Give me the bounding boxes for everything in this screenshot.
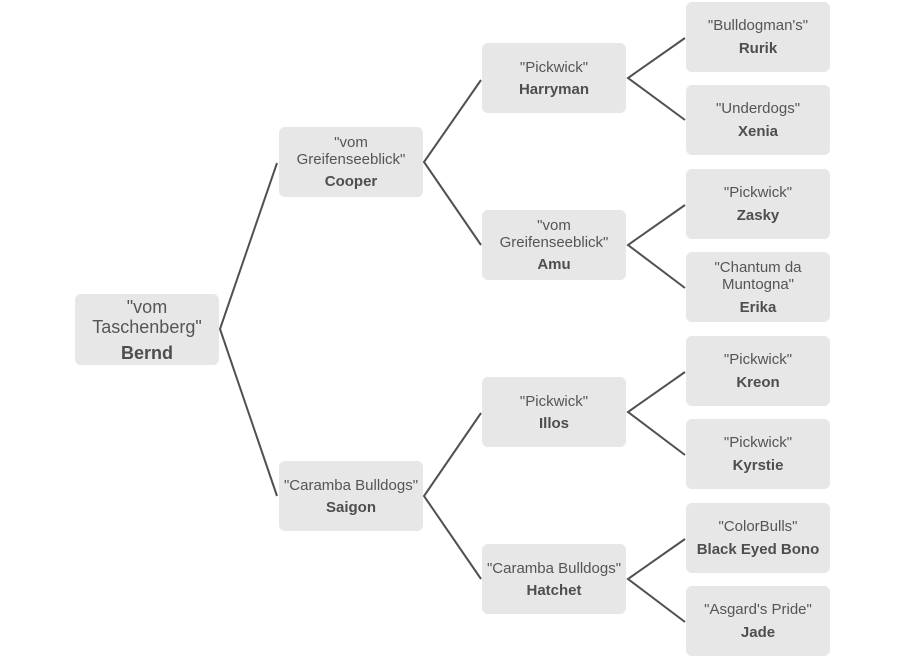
- node-great-grandparent[interactable]: "Pickwick" Kreon: [686, 336, 830, 406]
- kennel-label: "Caramba Bulldogs": [283, 476, 419, 494]
- dog-name: Kyrstie: [732, 457, 784, 474]
- node-great-grandparent[interactable]: "Chantum da Muntogna" Erika: [686, 252, 830, 322]
- kennel-label: "vom Greifenseeblick": [296, 134, 406, 168]
- kennel-label: "Chantum da Muntogna": [714, 258, 802, 293]
- dog-name: Saigon: [325, 498, 376, 516]
- node-great-grandparent[interactable]: "Underdogs" Xenia: [686, 85, 830, 155]
- node-great-grandparent[interactable]: "ColorBulls" Black Eyed Bono: [686, 503, 830, 573]
- kennel-label: "Pickwick": [723, 184, 793, 201]
- node-great-grandparent[interactable]: "Pickwick" Zasky: [686, 169, 830, 239]
- dog-name: Bernd: [120, 342, 173, 363]
- connector-subject-parents: [218, 162, 278, 497]
- connector-harryman-parents: [626, 37, 686, 121]
- dog-name: Harryman: [518, 80, 590, 98]
- dog-name: Erika: [739, 298, 777, 316]
- dog-name: Illos: [538, 414, 569, 432]
- node-great-grandparent[interactable]: "Bulldogman's" Rurik: [686, 2, 830, 72]
- kennel-label: "Underdogs": [715, 100, 801, 117]
- node-grandparent[interactable]: "Caramba Bulldogs" Hatchet: [482, 544, 626, 614]
- kennel-label: "Pickwick": [519, 392, 589, 410]
- node-grandparent[interactable]: "Pickwick" Harryman: [482, 43, 626, 113]
- node-sire[interactable]: "vom Greifenseeblick" Cooper: [279, 127, 423, 197]
- kennel-label: "Pickwick": [723, 351, 793, 368]
- connector-illos-parents: [626, 371, 686, 456]
- kennel-label: "Bulldogman's": [707, 17, 809, 34]
- connector-amu-parents: [626, 204, 686, 289]
- dog-name: Zasky: [736, 207, 780, 224]
- connector-cooper-grandparents: [422, 79, 482, 246]
- kennel-label: "ColorBulls": [718, 518, 798, 535]
- node-grandparent[interactable]: "vom Greifenseeblick" Amu: [482, 210, 626, 280]
- dog-name: Rurik: [738, 40, 778, 57]
- dog-name: Jade: [740, 624, 776, 641]
- dog-name: Black Eyed Bono: [696, 541, 820, 558]
- kennel-label: "Pickwick": [723, 434, 793, 451]
- kennel-label: "vom Greifenseeblick": [499, 217, 609, 251]
- kennel-label: "Pickwick": [519, 58, 589, 76]
- dog-name: Xenia: [737, 123, 779, 140]
- node-subject[interactable]: "vom Taschenberg" Bernd: [75, 294, 219, 365]
- node-great-grandparent[interactable]: "Asgard's Pride" Jade: [686, 586, 830, 656]
- kennel-label: "vom Taschenberg": [92, 296, 202, 337]
- node-great-grandparent[interactable]: "Pickwick" Kyrstie: [686, 419, 830, 489]
- dog-name: Hatchet: [526, 581, 582, 599]
- connector-hatchet-parents: [626, 538, 686, 623]
- node-dam[interactable]: "Caramba Bulldogs" Saigon: [279, 461, 423, 531]
- dog-name: Cooper: [324, 173, 378, 190]
- connector-saigon-grandparents: [422, 412, 482, 580]
- dog-name: Amu: [537, 256, 571, 273]
- kennel-label: "Caramba Bulldogs": [486, 559, 622, 577]
- node-grandparent[interactable]: "Pickwick" Illos: [482, 377, 626, 447]
- dog-name: Kreon: [736, 374, 780, 391]
- kennel-label: "Asgard's Pride": [704, 601, 812, 618]
